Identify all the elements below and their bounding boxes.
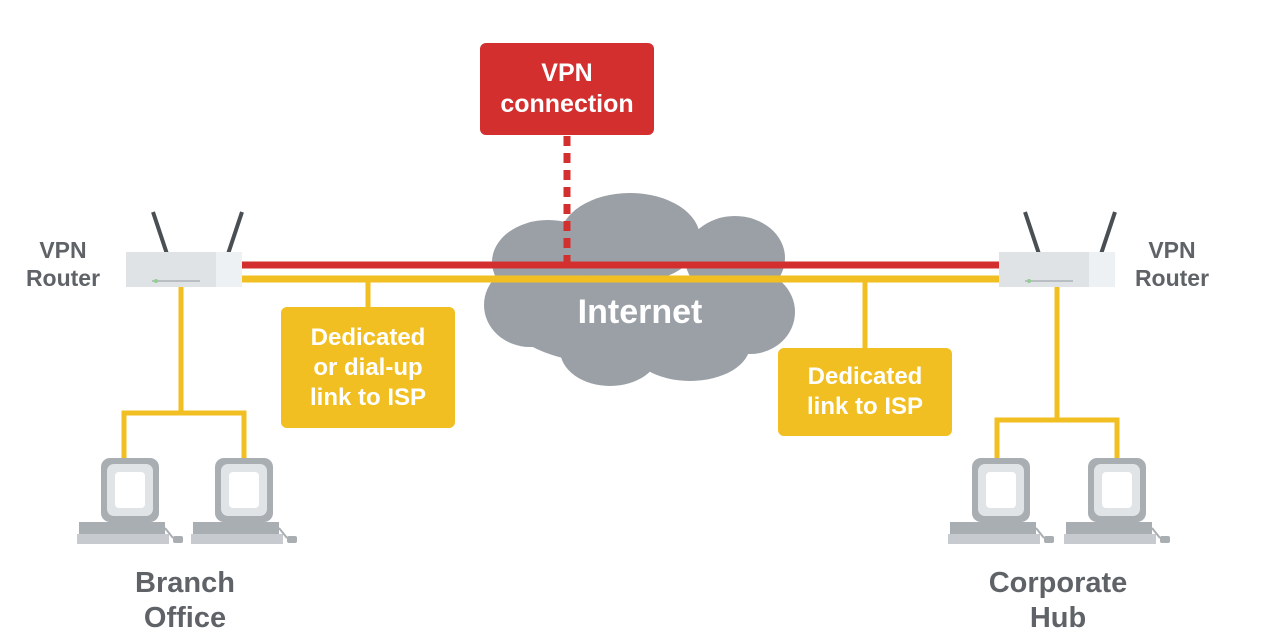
router-left-line2: Router <box>25 265 101 292</box>
isp-left-line2: or dial-up <box>313 353 423 381</box>
branch-office-line1: Branch <box>135 567 235 599</box>
corporate-hub-line2: Hub <box>1029 601 1087 634</box>
corporate-hub-line1: Corporate <box>988 567 1128 599</box>
branch-office-line2: Office <box>143 601 227 634</box>
isp-right-line2: link to ISP <box>806 393 923 420</box>
router-left-line1: VPN <box>39 237 87 263</box>
branch-office-wiring <box>121 287 247 470</box>
vpn-connection-line1: VPN <box>541 58 593 87</box>
internet-cloud-icon <box>484 193 795 386</box>
corporate-hub-label: Corporate Hub <box>958 566 1158 636</box>
vpn-connection-box: VPN connection <box>480 43 654 135</box>
branch-computer-icon <box>190 457 298 545</box>
branch-office-label: Branch Office <box>95 566 275 636</box>
branch-computer-icon <box>76 457 184 545</box>
router-right-label: VPN Router <box>1122 236 1222 292</box>
router-left-label: VPN Router <box>24 236 102 292</box>
corporate-hub-wiring <box>994 287 1120 470</box>
internet-label: Internet <box>577 293 703 331</box>
isp-left-line3: link to ISP <box>309 383 426 411</box>
isp-left-line1: Dedicated <box>310 323 426 351</box>
hub-computer-icon <box>947 457 1055 545</box>
router-right-icon <box>999 211 1117 287</box>
hub-computer-icon <box>1063 457 1171 545</box>
isp-link-right-box: Dedicated link to ISP <box>778 348 952 436</box>
router-right-line2: Router <box>1134 265 1210 292</box>
router-right-line1: VPN <box>1148 237 1196 263</box>
router-left-icon <box>126 211 244 287</box>
isp-right-line1: Dedicated <box>807 363 923 390</box>
vpn-connection-line2: connection <box>500 90 634 118</box>
isp-link-left-box: Dedicated or dial-up link to ISP <box>281 307 455 428</box>
